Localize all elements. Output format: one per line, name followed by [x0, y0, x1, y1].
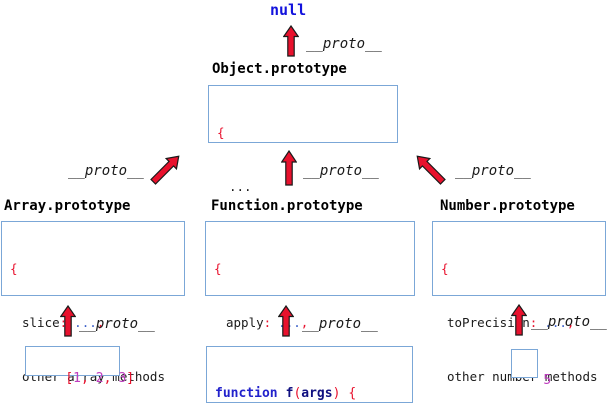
token-colon: :: [59, 315, 68, 330]
number-prototype-title: Number.prototype: [440, 198, 575, 214]
token-comma: ,: [300, 315, 309, 330]
function-prototype-box: { apply:..., other function methods }: [205, 221, 415, 384]
up-arrow-icon: [280, 149, 298, 186]
code-line: {: [441, 260, 597, 278]
proto-label-array-to-object: __proto__: [68, 163, 144, 179]
up-arrow-icon: [59, 304, 77, 337]
proto-label-function-instance: __proto__: [302, 316, 378, 332]
token-comma: ,: [80, 371, 89, 386]
up-left-arrow-icon: [411, 150, 449, 188]
token-number: 5: [543, 373, 552, 388]
token-close-paren: ): [332, 386, 341, 401]
token-ellipsis: ...: [74, 315, 97, 330]
number-instance-box: 5: [511, 349, 551, 388]
proto-label-number-instance: __proto__: [531, 314, 607, 330]
token-open-brace: {: [217, 125, 225, 140]
code-line: {: [10, 260, 176, 278]
proto-label-object-to-null: __proto__: [306, 36, 382, 52]
array-prototype-title: Array.prototype: [4, 198, 131, 214]
code-line: {: [217, 124, 389, 142]
token-open-paren: (: [293, 386, 302, 401]
token-comma: ,: [96, 315, 105, 330]
token-number: 3: [118, 371, 127, 386]
token-ellipsis: ...: [229, 179, 252, 194]
token-function-keyword: function: [215, 386, 278, 401]
number-prototype-box: { toPrecision:..., other number methods …: [432, 221, 606, 384]
up-right-arrow-icon: [147, 150, 185, 188]
object-prototype-box: { ... }: [208, 85, 398, 248]
proto-label-number-to-object: __proto__: [455, 163, 531, 179]
token-args: args: [301, 386, 333, 401]
token-colon: :: [529, 315, 538, 330]
array-prototype-box: { slice:..., other array methods }: [1, 221, 185, 384]
token-comma: ,: [103, 371, 112, 386]
token-open-bracket: [: [65, 371, 74, 386]
object-prototype-title: Object.prototype: [212, 61, 347, 77]
up-arrow-icon: [282, 24, 300, 57]
token-number: 1: [73, 371, 81, 386]
code-line: slice:...,: [10, 314, 176, 332]
token-method-name: apply: [226, 315, 264, 330]
token-method-name: slice: [22, 315, 60, 330]
token-open-brace: {: [10, 261, 18, 276]
token-open-brace: {: [348, 386, 357, 401]
token-open-brace: {: [214, 261, 222, 276]
token-number: 2: [95, 371, 104, 386]
function-prototype-title: Function.prototype: [211, 198, 363, 214]
token-open-brace: {: [441, 261, 449, 276]
token-comma: ,: [566, 315, 575, 330]
code-line: ...: [217, 178, 389, 196]
code-line: {: [214, 260, 406, 278]
token-close-bracket: ]: [126, 371, 135, 386]
up-arrow-icon: [277, 304, 295, 337]
token-method-name: toPrecision: [447, 315, 530, 330]
token-ellipsis: ...: [544, 315, 567, 330]
code-line: toPrecision:...,: [441, 314, 597, 332]
token-colon: :: [263, 315, 272, 330]
proto-label-array-instance: __proto__: [79, 316, 155, 332]
up-arrow-icon: [510, 303, 528, 336]
token-function-name: f: [285, 386, 294, 401]
null-value: null: [270, 1, 307, 19]
array-instance-box: [1,2,3]: [25, 346, 134, 386]
code-line: function f(args) {: [215, 385, 404, 403]
proto-label-function-to-object: __proto__: [303, 163, 379, 179]
